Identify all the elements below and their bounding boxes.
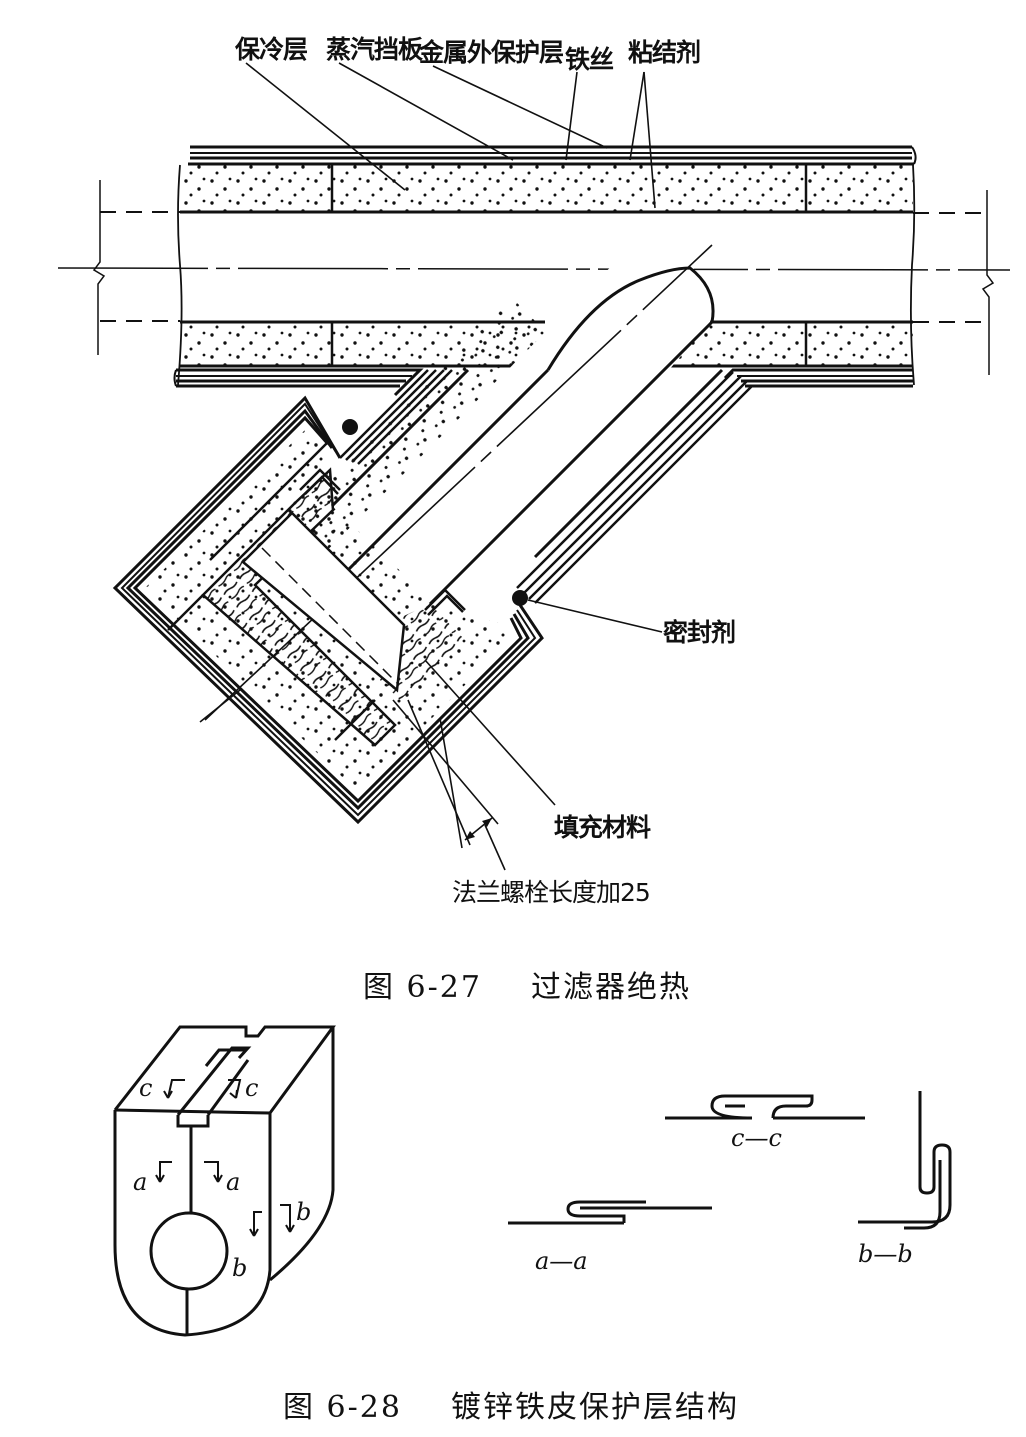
section-label-aa: a—a bbox=[535, 1247, 588, 1275]
mark-a-left: a bbox=[133, 1168, 148, 1196]
mark-b-front: b bbox=[232, 1254, 248, 1282]
section-cc-drawing bbox=[665, 1094, 865, 1120]
label-cold-insulation: 保冷层 bbox=[235, 35, 308, 64]
label-iron-wire: 铁丝 bbox=[565, 45, 614, 74]
label-vapor-barrier: 蒸汽挡板 bbox=[326, 35, 423, 64]
section-label-cc: c—c bbox=[731, 1124, 782, 1152]
leader-lines bbox=[245, 62, 663, 806]
mark-a-right: a bbox=[226, 1168, 241, 1196]
label-metal-jacket: 金属外保护层 bbox=[419, 38, 564, 67]
section-label-bb: b—b bbox=[858, 1240, 913, 1268]
caption-6-28-title: 镀锌铁皮保护层结构 bbox=[451, 1390, 740, 1425]
top-metal-jacket bbox=[188, 145, 917, 166]
caption-6-27: 图 6-27 过滤器绝热 bbox=[363, 962, 691, 1006]
figure-6-28-section-arrows bbox=[155, 1079, 295, 1237]
label-filler: 填充材料 bbox=[554, 813, 651, 842]
bottom-metal-jacket-right bbox=[723, 368, 913, 388]
caption-6-28-number: 图 6-28 bbox=[283, 1390, 402, 1425]
caption-6-27-title: 过滤器绝热 bbox=[531, 970, 692, 1005]
mark-c-left: c bbox=[139, 1074, 153, 1102]
figure-6-28-isometric-jacket bbox=[113, 1025, 336, 1337]
label-flange-bolt: 法兰螺栓长度加25 bbox=[452, 878, 651, 907]
label-sealant: 密封剂 bbox=[663, 618, 736, 647]
section-aa-drawing bbox=[508, 1200, 712, 1225]
caption-6-28: 图 6-28 镀锌铁皮保护层结构 bbox=[283, 1382, 739, 1426]
top-insulation bbox=[180, 165, 913, 212]
label-adhesive: 粘结剂 bbox=[628, 38, 701, 67]
section-bb-drawing bbox=[858, 1091, 952, 1230]
sealant-blob-left bbox=[342, 419, 358, 435]
bottom-metal-jacket-left bbox=[173, 368, 424, 397]
mark-c-right: c bbox=[245, 1074, 259, 1102]
mark-b-side: b bbox=[296, 1198, 312, 1226]
sealant-blob-right bbox=[512, 590, 528, 606]
caption-6-27-number: 图 6-27 bbox=[363, 970, 482, 1005]
strainer-branch bbox=[112, 218, 753, 871]
